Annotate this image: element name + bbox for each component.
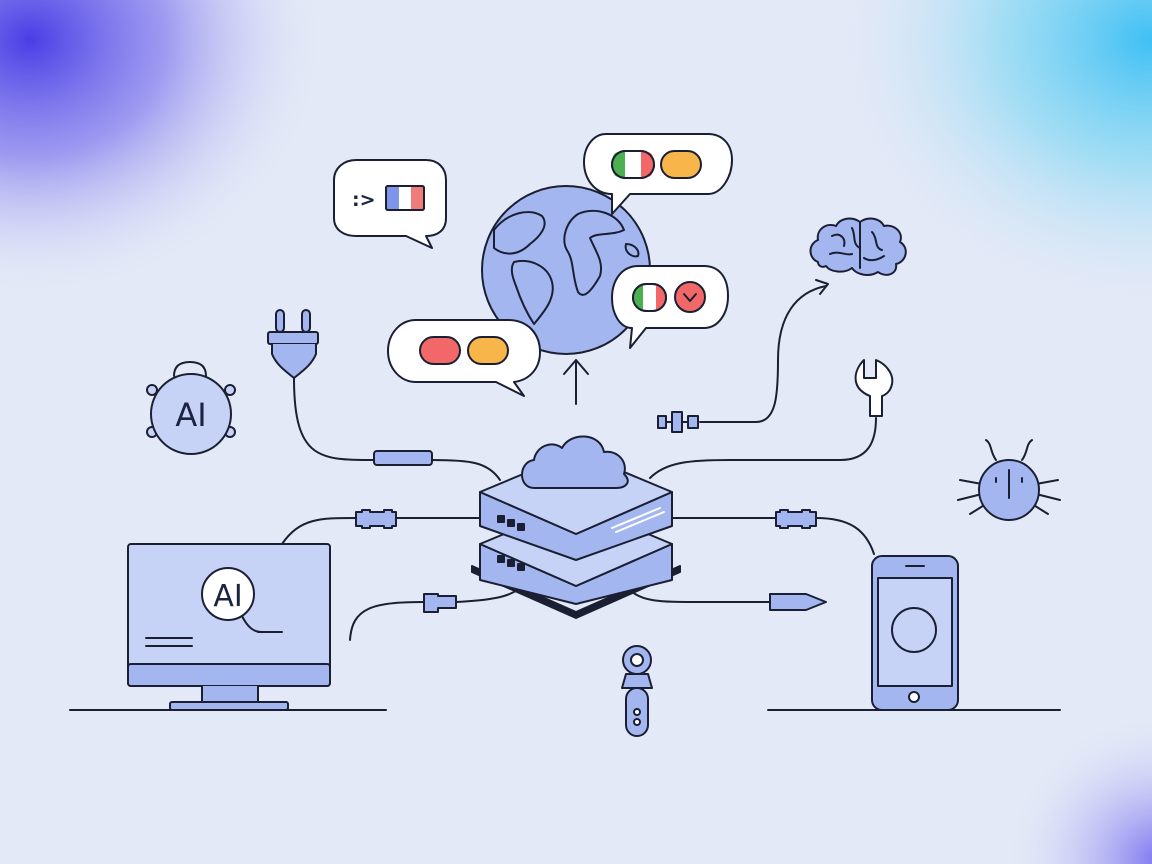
- computer-ai-label: AI: [213, 579, 242, 614]
- desktop-icon: AI: [69, 543, 387, 711]
- language-bubble-top: [583, 133, 733, 215]
- connector-icon: [373, 450, 433, 466]
- robot-icon: AI: [146, 361, 236, 455]
- connector-icon: [423, 593, 457, 613]
- language-bubble-right: [611, 265, 729, 349]
- flag-pill-icon: [611, 150, 655, 179]
- smartphone-icon: [767, 555, 1061, 711]
- check-badge-icon: [674, 281, 706, 313]
- usb-key-icon: [621, 645, 653, 737]
- server-base-shadow: [471, 565, 681, 619]
- wrench-icon: [854, 359, 894, 417]
- command-prompt: :>: [352, 189, 376, 211]
- bug-icon: [957, 439, 1061, 521]
- robot-ai-label: AI: [175, 396, 206, 434]
- connector-icon: [355, 509, 397, 529]
- cloud-icon: [521, 435, 629, 489]
- red-pill-icon: [419, 336, 461, 365]
- orange-pill-icon: [467, 336, 509, 365]
- flag-pill-icon: [632, 283, 667, 312]
- globe-icon: [481, 185, 651, 355]
- cable-probe: [627, 587, 771, 603]
- cable-wrench: [649, 417, 877, 479]
- cable-brain: [699, 285, 827, 423]
- command-bubble: :>: [333, 159, 447, 249]
- connector-icon: [657, 411, 699, 433]
- status-bubble-left: [387, 319, 541, 397]
- cable-phone-top: [671, 517, 875, 555]
- cable-plug: [293, 377, 501, 481]
- arrow-head-brain: [815, 279, 829, 295]
- arrow-up-icon: [563, 359, 589, 405]
- probe-connector-icon: [769, 593, 827, 611]
- status-pill-icon: [660, 150, 702, 179]
- flag-icon: [385, 185, 425, 211]
- connector-icon: [775, 509, 817, 529]
- plug-icon: [267, 309, 319, 379]
- brain-icon: [809, 217, 907, 276]
